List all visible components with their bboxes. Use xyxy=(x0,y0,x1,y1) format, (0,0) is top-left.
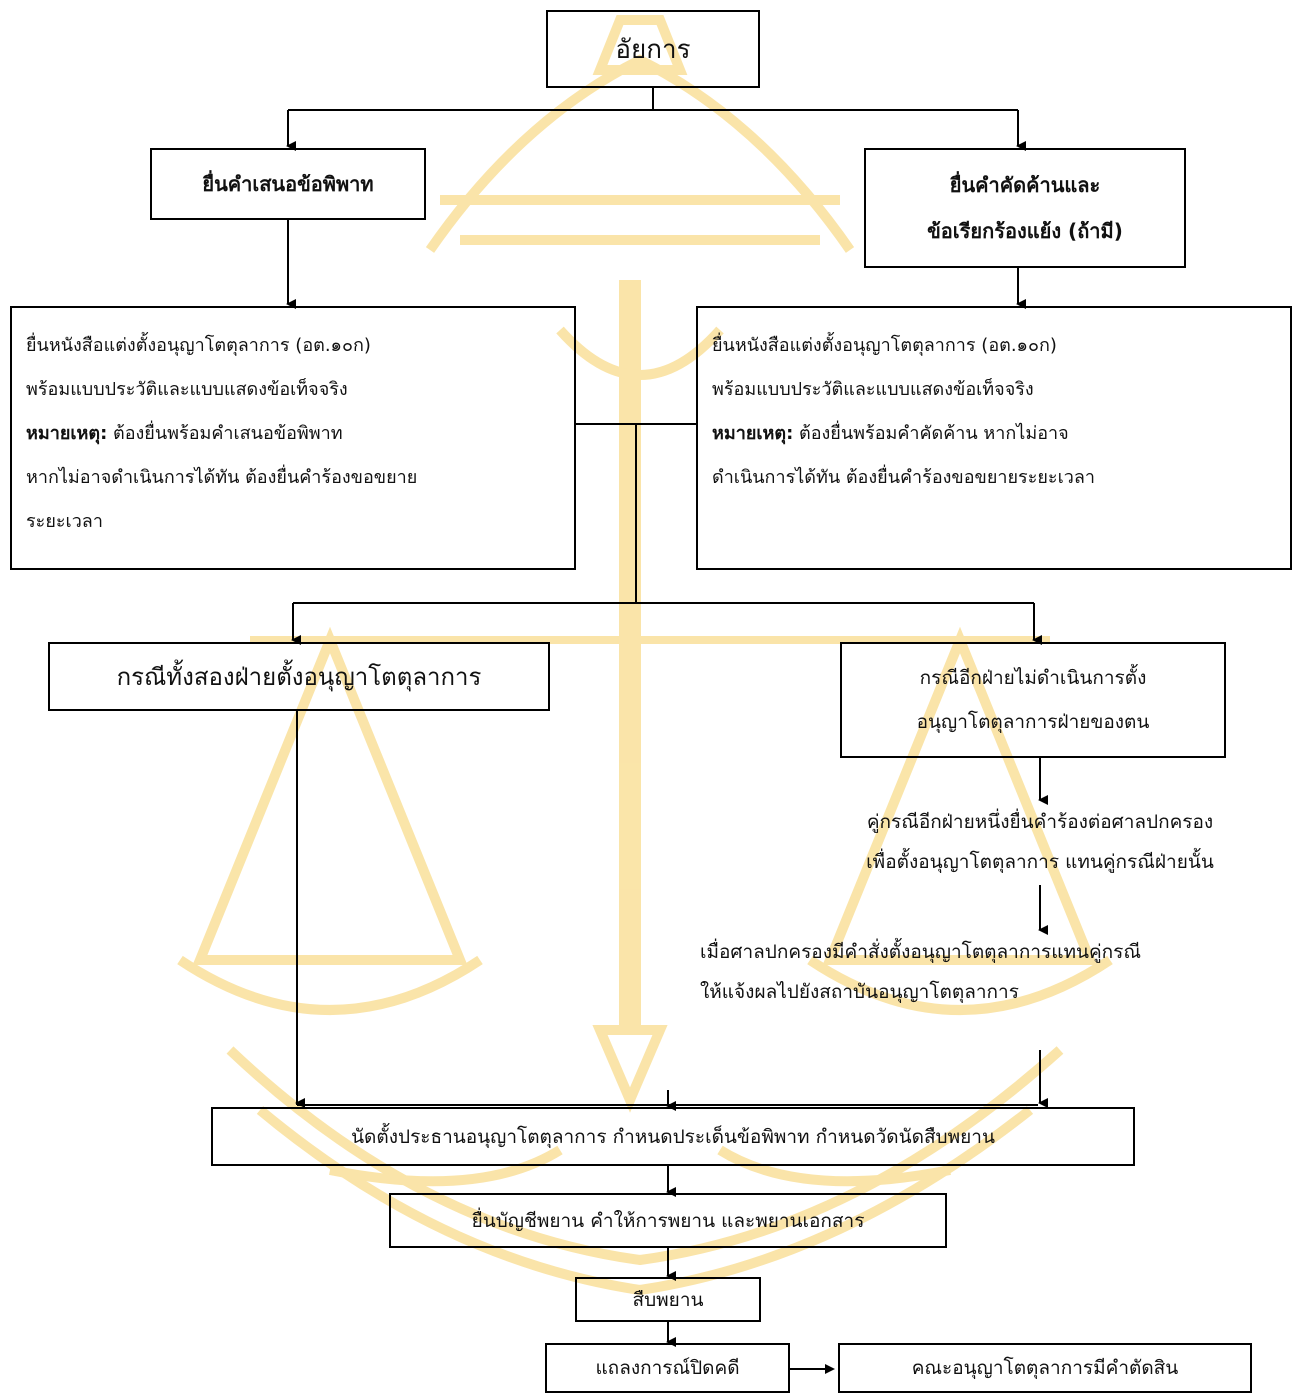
both-appoint-label: กรณีทั้งสองฝ่ายตั้งอนุญาโตตุลาการ xyxy=(116,663,482,691)
appointment-left-line2: พร้อมแบบประวัติและแบบแสดงข้อเท็จจริง xyxy=(26,379,348,400)
submit-objection-line1: ยื่นคำคัดค้านและ xyxy=(949,173,1101,197)
appointment-right-line4: ดำเนินการได้ทัน ต้องยื่นคำร้องขอขยายระยะ… xyxy=(712,467,1095,488)
note-label: หมายเหตุ: xyxy=(26,423,108,444)
note-label: หมายเหตุ: xyxy=(712,423,794,444)
both-appoint-box: กรณีทั้งสองฝ่ายตั้งอนุญาโตตุลาการ xyxy=(48,642,550,711)
submit-dispute-box: ยื่นคำเสนอข้อพิพาท xyxy=(150,148,426,220)
award-box: คณะอนุญาโตตุลาการมีคำตัดสิน xyxy=(838,1343,1252,1393)
submit-witness-label: ยื่นบัญชีพยาน คำให้การพยาน และพยานเอกสาร xyxy=(471,1209,865,1232)
one-party-line1: กรณีอีกฝ่ายไม่ดำเนินการตั้ง xyxy=(919,667,1147,689)
appoint-chair-label: นัดตั้งประธานอนุญาโตตุลาการ กำหนดประเด็น… xyxy=(351,1125,995,1148)
appointment-left-line5: ระยะเวลา xyxy=(26,511,103,532)
court-order-line1: เมื่อศาลปกครองมีคำสั่งตั้งอนุญาโตตุลาการ… xyxy=(700,941,1141,963)
court-order-text: เมื่อศาลปกครองมีคำสั่งตั้งอนุญาโตตุลาการ… xyxy=(700,932,1300,1012)
note-text: ต้องยื่นพร้อมคำเสนอข้อพิพาท xyxy=(107,423,343,444)
appointment-left-line1: ยื่นหนังสือแต่งตั้งอนุญาโตตุลาการ (อต.๑๐… xyxy=(26,335,371,356)
court-order-line2: ให้แจ้งผลไปยังสถาบันอนุญาโตตุลาการ xyxy=(700,981,1019,1003)
submit-dispute-label: ยื่นคำเสนอข้อพิพาท xyxy=(202,172,374,196)
submit-witness-box: ยื่นบัญชีพยาน คำให้การพยาน และพยานเอกสาร xyxy=(389,1193,947,1248)
one-party-line2: อนุญาโตตุลาการฝ่ายของตน xyxy=(916,711,1150,733)
appointment-right-note: หมายเหตุ: ต้องยื่นพร้อมคำคัดค้าน หากไม่อ… xyxy=(712,412,1069,456)
petition-line1: คู่กรณีอีกฝ่ายหนึ่งยื่นคำร้องต่อศาลปกครอ… xyxy=(866,811,1214,833)
petition-line2: เพื่อตั้งอนุญาโตตุลาการ แทนคู่กรณีฝ่ายนั… xyxy=(866,851,1214,873)
submit-objection-line2: ข้อเรียกร้องแย้ง (ถ้ามี) xyxy=(927,219,1123,243)
hearing-label: สืบพยาน xyxy=(632,1288,704,1311)
award-label: คณะอนุญาโตตุลาการมีคำตัดสิน xyxy=(911,1357,1179,1379)
prosecutor-label: อัยการ xyxy=(615,34,691,65)
one-party-not-appoint-box: กรณีอีกฝ่ายไม่ดำเนินการตั้ง อนุญาโตตุลาก… xyxy=(840,642,1226,758)
appointment-left-box: ยื่นหนังสือแต่งตั้งอนุญาโตตุลาการ (อต.๑๐… xyxy=(10,306,576,570)
appointment-right-line1: ยื่นหนังสือแต่งตั้งอนุญาโตตุลาการ (อต.๑๐… xyxy=(712,335,1057,356)
prosecutor-box: อัยการ xyxy=(546,10,760,88)
closing-label: แถลงการณ์ปิดคดี xyxy=(595,1357,740,1379)
petition-court-text: คู่กรณีอีกฝ่ายหนึ่งยื่นคำร้องต่อศาลปกครอ… xyxy=(800,802,1280,882)
closing-statement-box: แถลงการณ์ปิดคดี xyxy=(545,1343,790,1393)
note-text: ต้องยื่นพร้อมคำคัดค้าน หากไม่อาจ xyxy=(793,423,1069,444)
appointment-left-line4: หากไม่อาจดำเนินการได้ทัน ต้องยื่นคำร้องข… xyxy=(26,467,418,488)
hearing-box: สืบพยาน xyxy=(575,1277,761,1322)
appoint-chair-box: นัดตั้งประธานอนุญาโตตุลาการ กำหนดประเด็น… xyxy=(211,1107,1135,1166)
submit-objection-box: ยื่นคำคัดค้านและ ข้อเรียกร้องแย้ง (ถ้ามี… xyxy=(864,148,1186,268)
appointment-right-line2: พร้อมแบบประวัติและแบบแสดงข้อเท็จจริง xyxy=(712,379,1034,400)
appointment-left-note: หมายเหตุ: ต้องยื่นพร้อมคำเสนอข้อพิพาท xyxy=(26,412,343,456)
appointment-right-box: ยื่นหนังสือแต่งตั้งอนุญาโตตุลาการ (อต.๑๐… xyxy=(696,306,1292,570)
